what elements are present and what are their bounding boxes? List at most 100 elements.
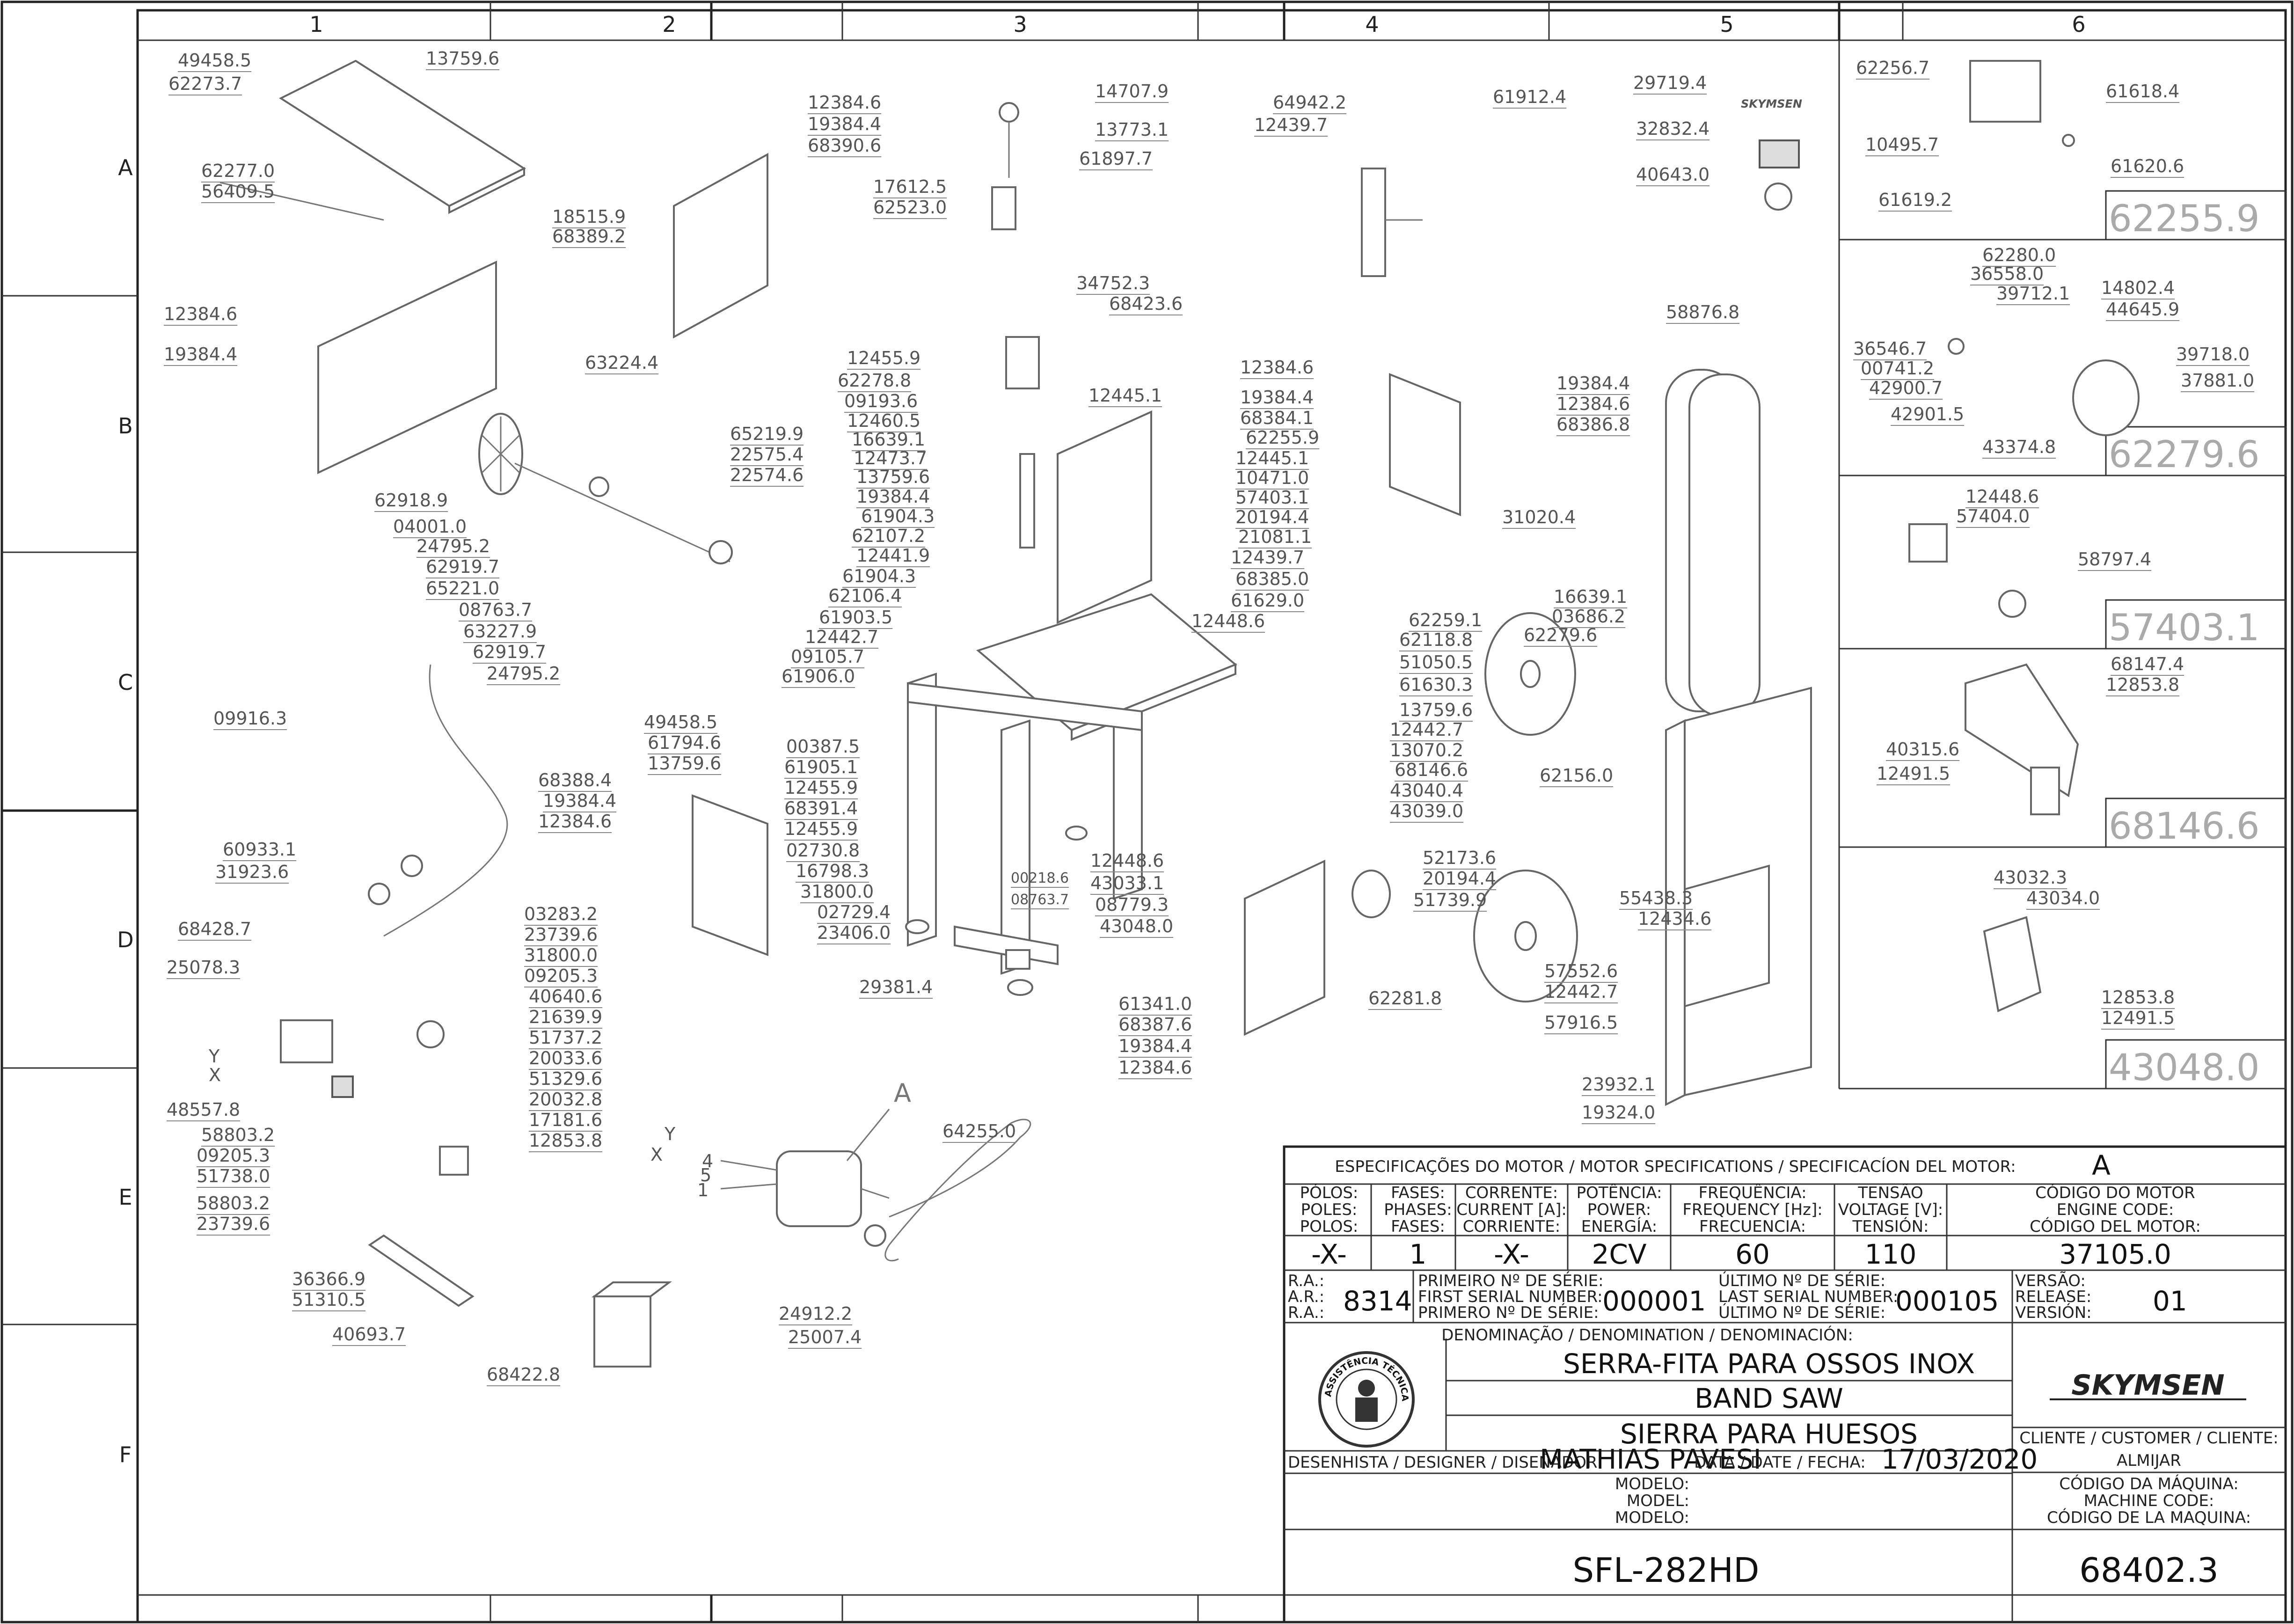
part-number-label: 62255.9	[1246, 427, 1319, 448]
part-number-label: 16798.3	[796, 861, 869, 881]
spec-column-frequency: FREQUÊNCIA: FREQUENCY [Hz]: FRECUENCIA: …	[1682, 1183, 1822, 1270]
part-number-label: 19384.4	[164, 344, 237, 365]
svg-text:PÓLOS:: PÓLOS:	[1300, 1183, 1359, 1202]
first-serial-label: PRIMERO Nº DE SÉRIE:	[1418, 1303, 1599, 1322]
designer-value: MATHIAS PAVESI	[1540, 1443, 1761, 1475]
part-number-label: 40693.7	[332, 1324, 406, 1345]
part-number-label: 58803.2	[201, 1125, 275, 1145]
svg-text:POLES:: POLES:	[1301, 1200, 1358, 1219]
part-number-label: 52173.6	[1423, 848, 1496, 868]
part-number-label: 12439.7	[1254, 115, 1328, 135]
drive-belt	[884, 1119, 1031, 1262]
part-number-label: 08779.3	[1095, 894, 1169, 915]
part-number-label: 13759.6	[856, 467, 930, 487]
skymsen-small-logo: SKYMSEN	[1741, 97, 1802, 110]
part-number-label: 14707.9	[1095, 81, 1169, 102]
machine-code-label: MACHINE CODE:	[2084, 1492, 2214, 1510]
detail-panel-label: 43048.0	[2109, 1047, 2260, 1089]
part-number-label: 17612.5	[873, 176, 947, 197]
machine-code-label: CÓDIGO DA MÁQUINA:	[2059, 1474, 2239, 1493]
part-number-label: 68422.8	[487, 1364, 560, 1385]
release-label: VERSIÓN:	[2015, 1303, 2092, 1322]
release-value: 01	[2153, 1285, 2187, 1317]
part-number-label: 12445.1	[1089, 385, 1162, 406]
part-number-label: 19384.4	[856, 486, 930, 507]
svg-text:60: 60	[1735, 1238, 1770, 1270]
part-number-label: 42900.7	[1869, 378, 1943, 398]
part-number-label: 24912.2	[779, 1303, 852, 1324]
part-number-label: 64255.0	[942, 1121, 1016, 1141]
part-number-label: 09105.7	[791, 646, 864, 667]
part-number-label: 02729.4	[817, 902, 891, 922]
part-number-label: 12460.5	[847, 410, 921, 431]
detail-panel-label: 62255.9	[2109, 198, 2260, 240]
svg-text:POLOS:: POLOS:	[1300, 1217, 1359, 1236]
spec-column-voltage: TENSÃO VOLTAGE [V]: TENSIÓN: 110	[1838, 1184, 1943, 1270]
part-number-label: 62106.4	[828, 585, 902, 606]
part-number-label: 63224.4	[585, 352, 658, 373]
part-number-label: 21639.9	[529, 1007, 602, 1027]
part-number-label: 68388.4	[538, 770, 612, 790]
part-number-label: 12384.6	[1240, 357, 1314, 378]
part-number-label: 62281.8	[1368, 988, 1442, 1009]
part-number-label: 12384.6	[538, 811, 612, 832]
part-number-label: 08763.7	[459, 600, 532, 620]
part-number-label: 43048.0	[1100, 916, 1173, 936]
emergency-button-icon	[1764, 183, 1792, 211]
part-number-label: 12455.9	[847, 348, 921, 368]
part-number-label: 23932.1	[1582, 1074, 1655, 1095]
wire-marker: 4	[702, 1151, 713, 1171]
part-number-label: 62259.1	[1409, 610, 1482, 630]
svg-text:110: 110	[1865, 1238, 1917, 1270]
part-number-label: 61618.4	[2106, 81, 2179, 102]
part-number-label: 65219.9	[730, 424, 804, 444]
spec-column-phases: FASES: PHASES: FASES: 1	[1384, 1184, 1452, 1270]
part-number-label: 13759.6	[1399, 700, 1473, 720]
part-number-label: 03283.2	[524, 904, 598, 924]
part-number-label: 12442.7	[1390, 719, 1463, 740]
part-number-label: 12442.7	[1544, 981, 1618, 1002]
part-number-label: 62107.2	[852, 526, 925, 546]
part-number-label: 23739.6	[197, 1214, 270, 1234]
part-number-label: 58803.2	[197, 1193, 270, 1214]
skymsen-logo: SKYMSEN	[2071, 1369, 2224, 1402]
part-number-label: 43032.3	[1994, 867, 2067, 888]
svg-text:2CV: 2CV	[1592, 1238, 1646, 1270]
part-number-label: 61904.3	[842, 566, 916, 586]
row-label: A	[118, 155, 133, 180]
date-value: 17/03/2020	[1881, 1443, 2038, 1475]
top-cover-panel	[278, 59, 526, 207]
part-number-label: 09205.3	[197, 1145, 270, 1166]
part-number-label: 44645.9	[2106, 299, 2179, 320]
machine-code-value: 68402.3	[2079, 1551, 2219, 1590]
customer-label: CLIENTE / CUSTOMER / CLIENTE:	[2019, 1429, 2279, 1448]
part-number-label: 22574.6	[730, 465, 804, 485]
svg-text:POWER:: POWER:	[1587, 1200, 1651, 1219]
svg-text:CORRENTE:: CORRENTE:	[1465, 1184, 1558, 1202]
last-serial-label: ÚLTIMO Nº DE SÉRIE:	[1718, 1271, 1885, 1290]
part-number-label: 68391.4	[784, 798, 858, 819]
svg-text:CÓDIGO DEL MOTOR:: CÓDIGO DEL MOTOR:	[2030, 1217, 2201, 1236]
first-serial-label: FIRST SERIAL NUMBER:	[1418, 1287, 1603, 1306]
wire-markers: Y X Y X 4 5 1	[208, 1046, 713, 1200]
spec-column-current: CORRENTE: CURRENT [A]: CORRIENTE: -X-	[1456, 1184, 1567, 1270]
svg-text:POTÊNCIA:: POTÊNCIA:	[1577, 1183, 1662, 1202]
contactor	[280, 1019, 333, 1063]
col-label: 6	[2072, 12, 2085, 37]
part-number-label: 61897.7	[1079, 148, 1153, 169]
spec-column-engine-code: CÓDIGO DO MOTOR ENGINE CODE: CÓDIGO DEL …	[2030, 1183, 2201, 1270]
ra-label: R.A.:	[1288, 1303, 1324, 1322]
part-number-label: 57403.1	[1235, 487, 1309, 508]
part-number-label: 19324.0	[1582, 1102, 1655, 1123]
svg-text:ENGINE CODE:: ENGINE CODE:	[2057, 1200, 2174, 1219]
part-number-label: 12455.9	[784, 819, 858, 839]
part-number-label: 00218.6	[1011, 870, 1069, 886]
ra-value: 8314	[1343, 1285, 1412, 1317]
model-label: MODEL:	[1627, 1492, 1689, 1510]
part-number-label: 31923.6	[215, 862, 289, 882]
part-number-label: 62277.0	[201, 161, 275, 181]
part-number-label: 12491.5	[1877, 763, 1950, 784]
part-number-label: 00387.5	[786, 736, 860, 757]
part-number-label: 39712.1	[1996, 283, 2070, 304]
part-number-label: 49458.5	[178, 50, 251, 71]
